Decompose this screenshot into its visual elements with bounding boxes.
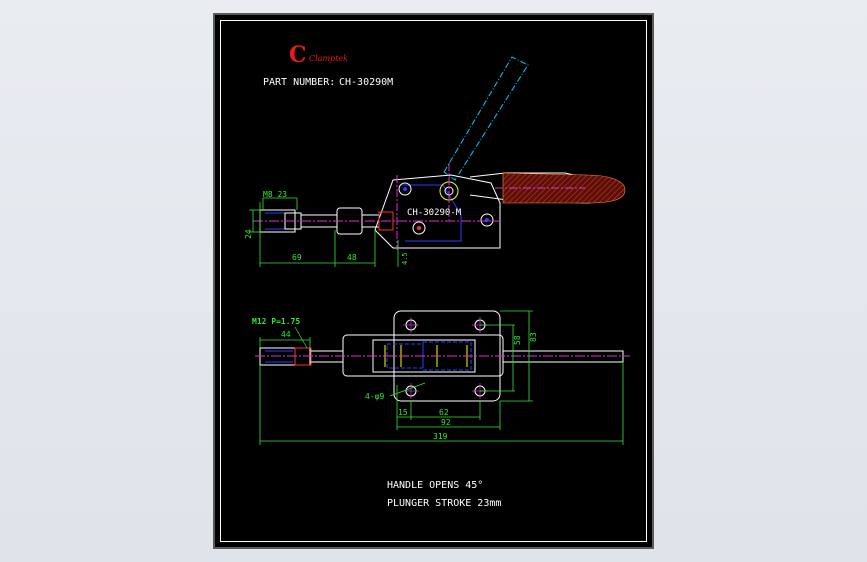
logo-letter: C (289, 42, 307, 68)
top-dimensions: M12 P=1.75 44 58 83 15 (252, 310, 624, 445)
title-frame (220, 20, 647, 542)
clamp-body (374, 174, 501, 249)
dim-48: 48 (347, 253, 357, 262)
cad-drawing: C Clamptek PART NUMBER: CH-30290M (244, 42, 630, 509)
dim-58: 58 (513, 335, 522, 345)
dim-24: 24 (244, 229, 253, 239)
dim-m8: M8 23 (263, 190, 287, 199)
part-number-value: CH-30290M (339, 77, 393, 88)
dim-thread: M12 P=1.75 (252, 317, 300, 326)
part-number-label: PART NUMBER: (263, 77, 335, 88)
side-model-label: CH-30290-M (407, 208, 462, 218)
handle-grip (502, 172, 626, 204)
dim-319: 319 (433, 432, 448, 441)
side-dimensions: 69 48 24 M8 23 4.5 (244, 190, 409, 267)
note-handle-opens: HANDLE OPENS 45° (387, 480, 483, 491)
dim-62: 62 (439, 408, 449, 417)
dim-offset: 4.5 (401, 252, 409, 265)
dim-44: 44 (281, 330, 291, 339)
top-view: M12 P=1.75 44 58 83 15 (252, 310, 630, 445)
linkage-arm (402, 184, 462, 242)
dim-69: 69 (292, 253, 302, 262)
brand-logo: C Clamptek (289, 42, 348, 68)
dim-holes: 4-φ9 (365, 392, 384, 401)
drawing-sheet: C Clamptek PART NUMBER: CH-30290M (213, 13, 654, 549)
note-plunger-stroke: PLUNGER STROKE 23mm (387, 498, 501, 509)
handle-open-outline (443, 56, 529, 181)
dim-92: 92 (441, 418, 451, 427)
side-view: CH-30290-M 69 48 24 (244, 56, 626, 267)
dim-15: 15 (398, 408, 408, 417)
dim-83: 83 (529, 332, 538, 342)
logo-word: Clamptek (309, 54, 348, 63)
